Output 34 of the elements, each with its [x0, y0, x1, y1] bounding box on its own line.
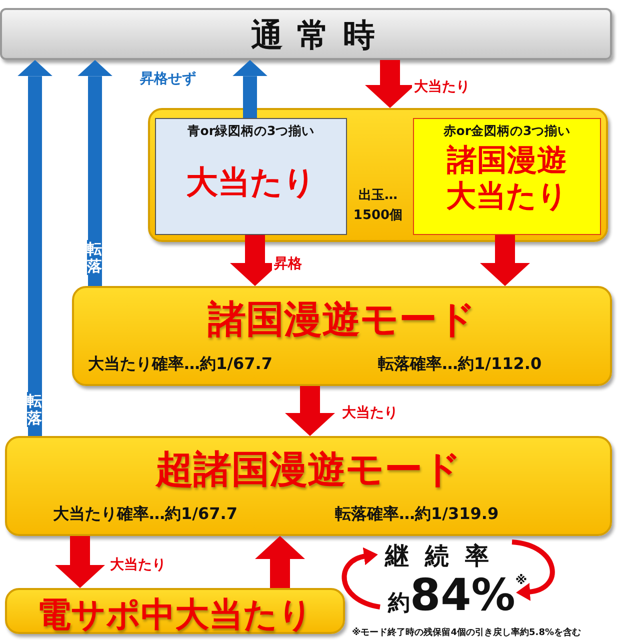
result-title: 電サポ中大当たり: [36, 594, 314, 637]
probability-text: 転落確率…約1/319.9: [335, 504, 500, 525]
state-title: 通常時: [250, 15, 390, 56]
result-title: 大当たり: [185, 162, 317, 203]
mode-box: [5, 436, 612, 536]
arrow: [18, 60, 52, 436]
result-caption: 赤or金図柄の3つ揃い: [442, 123, 572, 140]
arrow: [255, 536, 305, 588]
result-caption: 青or緑図柄の3つ揃い: [186, 123, 316, 140]
mode-title: 超諸国漫遊モード: [154, 446, 462, 493]
edge-label: 転落: [87, 240, 102, 275]
edge-label: 昇格: [272, 255, 304, 273]
arrow: [480, 235, 530, 286]
payout-text: 出玉… 1500個: [352, 187, 404, 226]
probability-text: 大当たり確率…約1/67.7: [88, 354, 274, 375]
edge-label: 転落: [27, 392, 42, 427]
footnote: ※モード終了時の残保留4個の引き戻し率約5.8%を含む: [352, 626, 581, 639]
probability-text: 大当たり確率…約1/67.7: [53, 504, 238, 525]
result-box: [413, 118, 601, 235]
mode-title: 諸国漫遊モード: [206, 296, 477, 343]
arrow: [55, 536, 105, 588]
rate-value: 約84%$^{※}$: [388, 574, 527, 618]
probability-text: 転落確率…約1/112.0: [378, 354, 543, 375]
mode-box: [72, 286, 612, 386]
result-box: [155, 118, 347, 235]
arrow: [232, 60, 268, 118]
mode-box: [5, 588, 345, 634]
result-title: 諸国漫遊大当たり: [445, 143, 569, 215]
edge-label: 昇格せず: [138, 70, 198, 88]
rate-title: 継続率: [385, 541, 505, 572]
mode-box: [148, 108, 608, 242]
arrow: [285, 386, 335, 436]
arrow: [78, 60, 112, 286]
state-banner: [0, 8, 612, 60]
